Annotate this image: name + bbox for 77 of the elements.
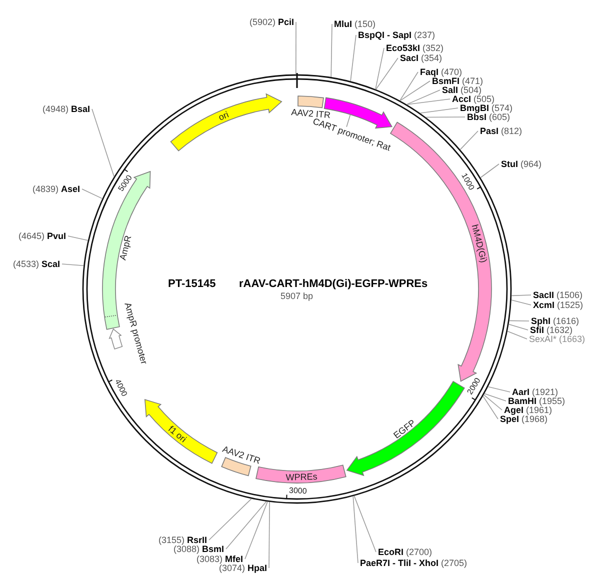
site-label: BamHI (1955) [508, 396, 566, 406]
leader-line [406, 98, 450, 105]
feature-label: ori [216, 109, 230, 122]
position-label: 1000 [460, 172, 476, 192]
site-label: BmgBI (574) [460, 104, 513, 112]
site-label: (3088) BsmI [173, 544, 224, 554]
leader-line [350, 34, 356, 82]
leader-line [346, 114, 351, 128]
leader-line [511, 300, 532, 306]
site-label: EcoRI (2700) [378, 548, 432, 556]
site-label: SalI (504) [442, 86, 482, 94]
leader-line [508, 320, 530, 322]
site-label: (3155) RsrII [158, 536, 207, 544]
feature-label: f1 ori [166, 424, 188, 444]
feature-label: hM4D(Gi) [470, 223, 489, 264]
site-label: SfiI (1632) [530, 326, 573, 334]
feature-label: WPREs [286, 472, 318, 482]
plasmid-title: rAAV-CART-hM4D(Gi)-EGFP-WPREs [239, 279, 428, 290]
leader-line [400, 72, 418, 101]
site-label: PasI (812) [480, 126, 522, 136]
leader-line [226, 501, 267, 550]
site-label: FaqI (470) [420, 68, 462, 76]
sequence-length: 5907 bp [280, 292, 314, 301]
leader-line [82, 188, 103, 199]
site-label: XcmI (1525) [533, 300, 584, 310]
leader-line [488, 386, 510, 392]
site-label: BspQI - SapI (237) [358, 30, 436, 40]
leader-line [508, 324, 528, 330]
leader-line [507, 330, 528, 340]
site-label: SpeI (1968) [500, 414, 548, 424]
site-label: BsmFI (471) [432, 76, 484, 86]
site-label: StuI (964) [501, 160, 542, 168]
leader-line [330, 24, 332, 78]
site-label: (4533) ScaI [12, 260, 60, 268]
position-label: 3000 [288, 486, 308, 496]
site-label: PaeR7I - TliI - XhoI (2705) [360, 558, 468, 568]
leader-line [400, 80, 430, 102]
site-label: AgeI (1961) [504, 406, 552, 414]
site-label: AccI (505) [452, 94, 495, 104]
leader-line [208, 498, 252, 540]
leader-line [511, 294, 532, 296]
site-label: (4839) AseI [32, 184, 80, 194]
site-label: SphI (1616) [531, 316, 580, 326]
site-label: SexAI* (1663) [529, 334, 586, 344]
feature-label: AAV2 ITR [221, 444, 262, 466]
leader-line [484, 393, 506, 402]
site-label: (3074) HpaI [218, 564, 267, 572]
site-label: SacII (1506) [533, 290, 583, 300]
site-label: (4645) PvuI [18, 232, 66, 240]
leader-line [483, 394, 502, 410]
leader-line [295, 22, 296, 75]
site-label: SacI (354) [400, 54, 442, 62]
leader-line [62, 264, 84, 266]
leader-line [376, 58, 398, 90]
leader-line [354, 496, 376, 552]
leader-line [425, 116, 466, 118]
site-label: (3083) MfeI [196, 554, 243, 564]
leader-line [482, 396, 498, 420]
site-label: (5902) PciI [249, 18, 294, 26]
leader-line [460, 130, 478, 150]
site-label: BbsI (605) [467, 112, 510, 122]
leader-line [244, 501, 268, 560]
site-label: AarI (1921) [512, 388, 558, 396]
plasmid-id: PT-15145 [168, 279, 216, 290]
leader-line [268, 502, 270, 568]
leader-line [352, 496, 358, 564]
site-label: (4948) BsaI [42, 104, 90, 114]
leader-line [68, 236, 88, 241]
leader-line [375, 48, 384, 90]
site-label: Eco53kI (352) [386, 44, 444, 52]
feature-label: AmpR [118, 234, 134, 262]
leader-line [406, 90, 440, 105]
leader-line [92, 108, 114, 178]
leader-line [480, 164, 500, 178]
site-label: MluI (150) [334, 20, 376, 28]
position-label: 4000 [113, 378, 130, 398]
leader-line [420, 108, 458, 114]
